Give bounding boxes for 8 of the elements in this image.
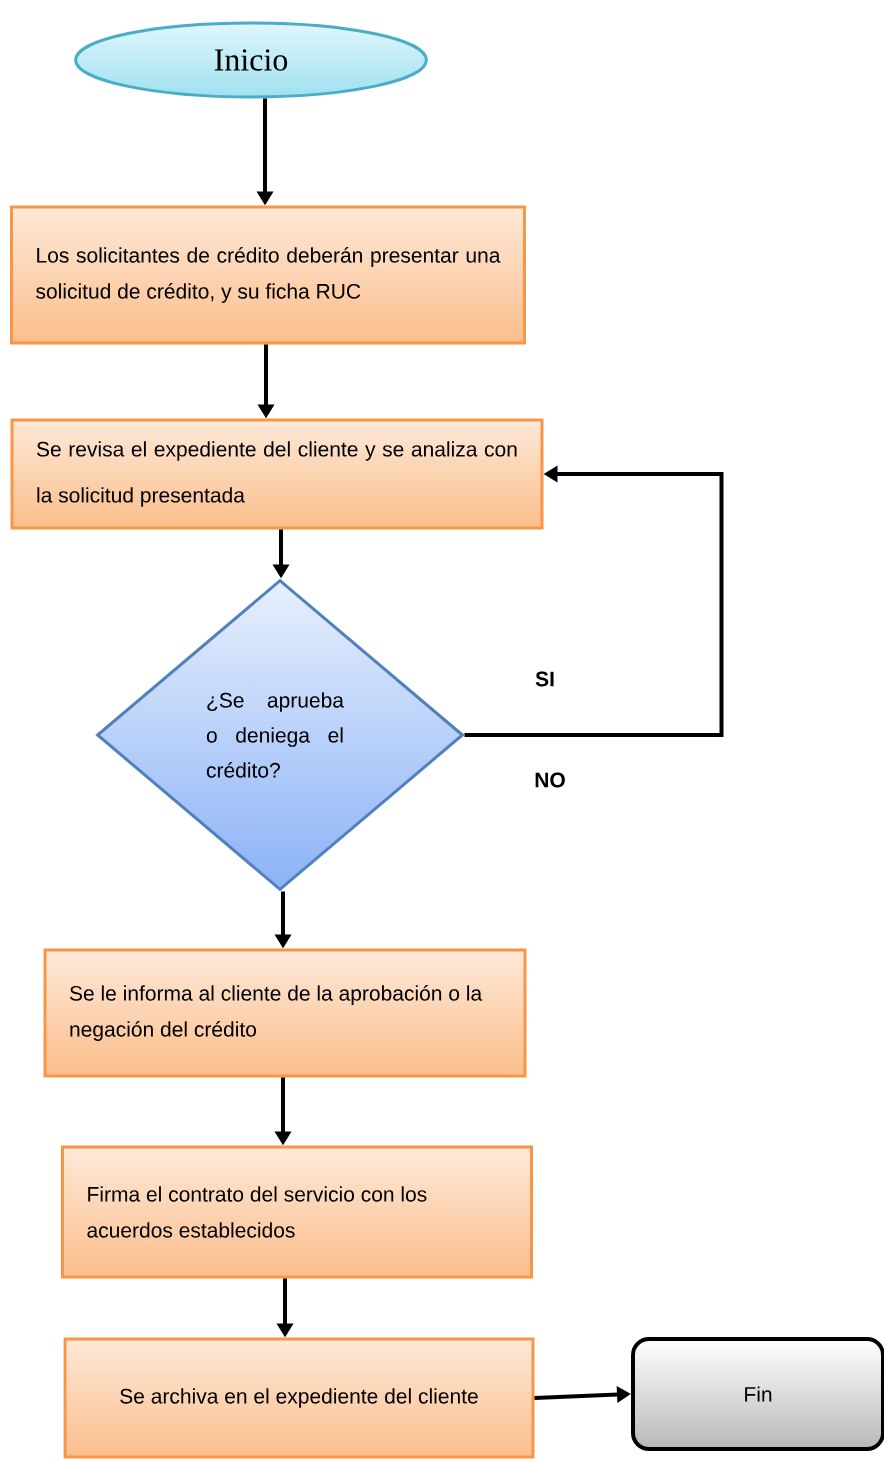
end-box: Fin: [631, 1337, 884, 1451]
branch-label: NO: [535, 772, 565, 788]
process-box: Se revisa el expediente del cliente y se analiza con la solicitud presentada: [10, 418, 544, 530]
edge-label: SI: [533, 669, 557, 689]
process-box: Se le informa al cliente de la aprobación o la negación del crédito: [43, 948, 527, 1078]
process-box: Se archiva en el expediente del cliente: [63, 1337, 535, 1459]
process-box: Los solicitantes de crédito deberán presentar una solicitud de crédito, y su ficha RUC: [10, 205, 526, 345]
process-box: Firma el contrato del servicio con los acuerdos establecidos: [61, 1145, 533, 1279]
